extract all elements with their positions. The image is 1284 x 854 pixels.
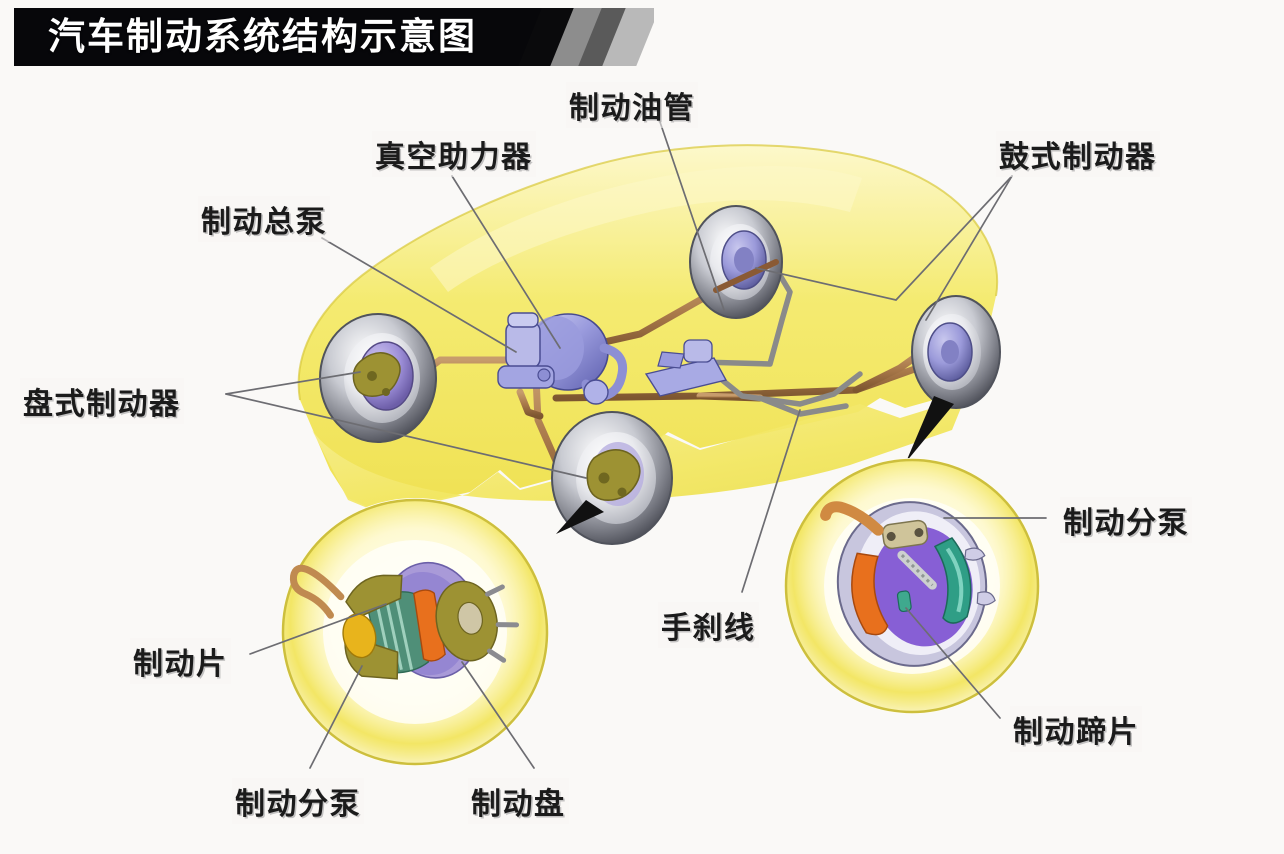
label-wheel-cylinder-right: 制动分泵 <box>1060 497 1192 543</box>
title-banner: 汽车制动系统结构示意图 <box>14 8 654 66</box>
piston-detail <box>342 613 377 659</box>
leader-brake-pad <box>249 603 387 655</box>
master-cylinder-body <box>505 321 541 369</box>
leader-brake-oil-pipe <box>659 121 725 311</box>
master-cylinder-and-booster <box>497 312 728 405</box>
detail-circle-drum-brake <box>784 458 1040 714</box>
wheel-rear-left <box>689 205 783 319</box>
leader-master-cylinder <box>321 237 517 353</box>
brake-shoe-orange <box>851 552 889 636</box>
leader-drum-brake-a <box>755 175 1013 301</box>
pointer-wedge-right <box>906 396 954 462</box>
detail-circle-disc-brake <box>281 498 549 766</box>
label-brake-shoe: 制动蹄片 <box>1010 706 1142 752</box>
leader-handbrake-cable <box>741 409 801 593</box>
page-title: 汽车制动系统结构示意图 <box>48 16 477 57</box>
pointer-wedge-left <box>556 500 604 534</box>
label-brake-disc: 制动盘 <box>468 778 569 824</box>
brake-caliper-front-right <box>586 449 641 501</box>
brake-valve-assembly <box>644 339 728 397</box>
brake-pad-detail <box>413 589 446 662</box>
wheel-cylinder-detail <box>881 519 929 550</box>
label-handbrake-cable: 手刹线 <box>658 602 759 648</box>
wheel-front-left <box>319 313 437 443</box>
label-brake-oil-pipe: 制动油管 <box>566 82 698 128</box>
leader-brake-disc <box>461 661 535 769</box>
leader-disc-brake-b <box>225 393 587 479</box>
wheel-rear-right <box>906 295 1001 462</box>
label-vacuum-booster: 真空助力器 <box>372 131 536 177</box>
title-bar-background <box>14 8 554 66</box>
leader-drum-brake-b <box>925 175 1013 321</box>
label-drum-brake: 鼓式制动器 <box>996 131 1160 177</box>
label-disc-brake: 盘式制动器 <box>20 378 184 424</box>
leader-wheel-cylinder-left <box>309 665 363 769</box>
label-wheel-cylinder-left: 制动分泵 <box>232 778 364 824</box>
label-brake-pad: 制动片 <box>130 638 231 684</box>
leader-disc-brake-a <box>225 371 361 395</box>
wheel-front-right <box>551 411 673 545</box>
leader-brake-shoe <box>905 607 1001 719</box>
leader-vacuum-booster <box>451 175 561 349</box>
leader-lines <box>225 121 1047 769</box>
label-master-cylinder: 制动总泵 <box>198 196 330 242</box>
